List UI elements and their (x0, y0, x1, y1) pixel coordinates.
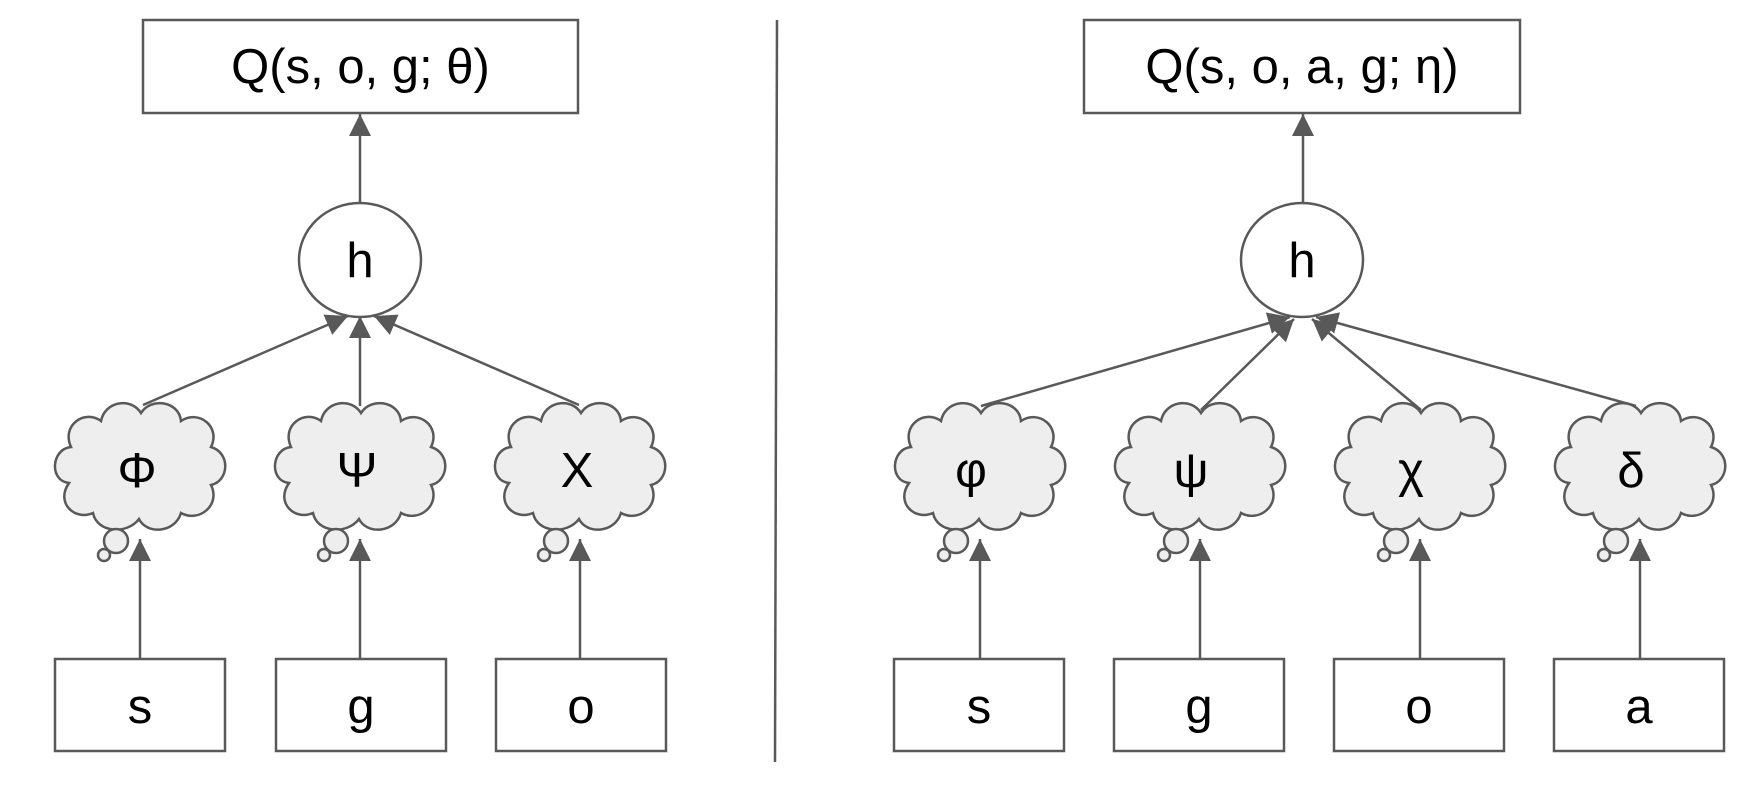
left-hidden-label: h (346, 234, 373, 288)
right-input-box-o: o (1332, 657, 1506, 753)
right-encoder-label: χ (1398, 444, 1424, 498)
right-encoder-cloud-chi: χ (1333, 401, 1507, 563)
right-input-label: s (967, 680, 992, 734)
right-hidden-label: h (1288, 234, 1315, 288)
edge-right-enc-2 (1311, 318, 1422, 411)
panel-divider (773, 19, 779, 763)
right-input-label: g (1185, 680, 1212, 734)
edge-left-enc-0 (142, 314, 349, 407)
left-encoder-cloud-phi: Φ (53, 401, 227, 563)
left-output-box: Q(s, o, g; θ) (141, 18, 580, 115)
left-input-label: g (347, 680, 374, 734)
right-input-box-g: g (1112, 657, 1286, 753)
edge-left-enc-2 (373, 314, 580, 407)
left-hidden-node: h (297, 201, 423, 319)
edge-right-enc-3 (1315, 312, 1637, 408)
right-encoder-label: φ (955, 444, 987, 498)
edge-right-enc-0 (980, 312, 1291, 408)
left-input-label: o (567, 680, 594, 734)
left-output-label: Q(s, o, g; θ) (231, 40, 490, 94)
left-input-box-o: o (494, 657, 668, 753)
right-encoder-cloud-psi: ψ (1113, 401, 1287, 563)
right-output-label: Q(s, o, a, g; η) (1145, 40, 1458, 94)
right-input-box-s: s (892, 657, 1066, 753)
right-hidden-node: h (1239, 201, 1365, 319)
left-encoder-cloud-chi: Χ (493, 401, 667, 563)
right-encoder-cloud-delta: δ (1553, 401, 1727, 563)
left-encoder-label: Φ (117, 444, 156, 498)
left-encoder-label: Χ (561, 444, 594, 498)
left-input-box-s: s (53, 657, 227, 753)
left-input-box-g: g (274, 657, 448, 753)
right-panel: Q(s, o, a, g; η) h φ ψ χ δ s (892, 18, 1727, 753)
right-encoder-label: δ (1617, 444, 1644, 498)
left-encoder-label: Ψ (337, 444, 378, 498)
left-panel: Q(s, o, g; θ) h Φ Ψ Χ s g (53, 18, 668, 753)
right-encoder-label: ψ (1174, 444, 1209, 498)
left-encoder-cloud-psi: Ψ (273, 401, 447, 563)
edge-right-enc-1 (1200, 318, 1295, 411)
right-input-label: a (1625, 680, 1653, 734)
right-encoder-cloud-phi: φ (893, 401, 1067, 563)
left-input-label: s (128, 680, 153, 734)
right-input-box-a: a (1552, 657, 1726, 753)
right-input-label: o (1405, 680, 1432, 734)
right-output-box: Q(s, o, a, g; η) (1082, 18, 1522, 115)
